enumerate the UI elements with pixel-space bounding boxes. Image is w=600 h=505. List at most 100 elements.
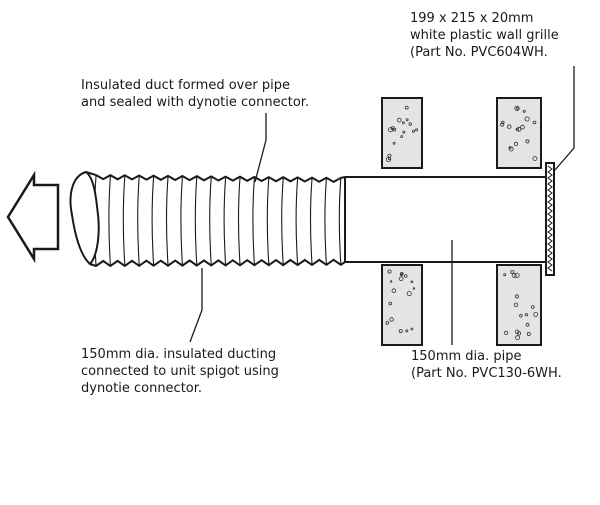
label-insulated-duct-line1: Insulated duct formed over pipe bbox=[81, 78, 290, 93]
leader-grille bbox=[554, 66, 575, 171]
concrete-speckle bbox=[515, 127, 519, 131]
concrete-speckle bbox=[412, 287, 416, 290]
concrete-speckle bbox=[510, 270, 515, 275]
grille-louvre-line bbox=[547, 165, 553, 272]
duct-rib bbox=[338, 178, 342, 264]
concrete-speckle bbox=[398, 276, 404, 282]
concrete-speckle bbox=[508, 146, 512, 150]
grille-louvres bbox=[547, 165, 553, 272]
concrete-speckle bbox=[401, 121, 405, 125]
label-ducting-line1: 150mm dia. insulated ducting bbox=[81, 347, 277, 362]
concrete-speckle bbox=[387, 157, 391, 161]
duct-bottom-edge bbox=[89, 258, 346, 268]
concrete-speckle bbox=[530, 305, 535, 309]
label-pipe: 150mm dia. pipe (Part No. PVC130-6WH. bbox=[411, 348, 562, 382]
concrete-speckle bbox=[411, 129, 415, 133]
wall-grille bbox=[545, 162, 555, 276]
label-insulated-duct: Insulated duct formed over pipe and seal… bbox=[81, 77, 309, 111]
label-grille: 199 x 215 x 20mm white plastic wall gril… bbox=[410, 10, 559, 61]
concrete-speckle bbox=[503, 330, 509, 335]
concrete-speckle bbox=[402, 130, 406, 134]
airflow-arrow bbox=[6, 170, 60, 264]
concrete-speckle bbox=[507, 124, 512, 129]
concrete-speckle bbox=[515, 335, 520, 341]
concrete-speckle bbox=[515, 107, 519, 110]
concrete-speckle bbox=[532, 156, 538, 162]
concrete-speckle bbox=[514, 329, 520, 334]
concrete-speckle bbox=[406, 291, 412, 297]
duct-rib bbox=[194, 177, 198, 265]
wall-section bbox=[381, 97, 542, 346]
concrete-speckle bbox=[513, 302, 519, 307]
duct-rib bbox=[237, 177, 241, 265]
concrete-speckle bbox=[532, 120, 537, 125]
duct-rib bbox=[151, 176, 155, 265]
concrete-speckle bbox=[410, 327, 414, 331]
concrete-speckle bbox=[408, 122, 412, 126]
concrete-speckle bbox=[404, 105, 409, 110]
leader-insulated-duct bbox=[254, 113, 267, 183]
concrete-speckle bbox=[516, 126, 522, 132]
concrete-speckle bbox=[501, 120, 505, 125]
concrete-speckle bbox=[388, 301, 393, 306]
concrete-speckle bbox=[514, 272, 520, 278]
duct-rib bbox=[281, 178, 284, 265]
concrete-speckle bbox=[387, 269, 392, 274]
concrete-speckle bbox=[385, 321, 390, 325]
concrete-speckle bbox=[508, 146, 514, 152]
concrete-speckle bbox=[503, 273, 507, 277]
concrete-speckle bbox=[514, 105, 520, 112]
duct-rib bbox=[266, 178, 270, 265]
concrete-speckle bbox=[403, 274, 408, 278]
duct-rib bbox=[295, 178, 299, 265]
duct-rib bbox=[137, 176, 140, 265]
concrete-speckle bbox=[405, 118, 409, 122]
label-ducting: 150mm dia. insulated ducting connected t… bbox=[81, 346, 279, 397]
concrete-speckle bbox=[399, 272, 404, 277]
leader-ducting bbox=[189, 268, 203, 343]
duct-rib bbox=[122, 176, 126, 265]
concrete-speckle bbox=[389, 280, 393, 283]
duct-rib bbox=[165, 176, 169, 265]
concrete-speckle bbox=[390, 126, 395, 131]
concrete-speckle bbox=[524, 116, 530, 122]
wall-block-bottom-right bbox=[496, 264, 542, 346]
concrete-speckle bbox=[513, 141, 519, 146]
duct-rib bbox=[223, 177, 227, 265]
concrete-speckle bbox=[522, 109, 526, 113]
label-ducting-line2: connected to unit spigot using bbox=[81, 364, 279, 379]
concrete-speckle bbox=[525, 139, 530, 144]
concrete-speckle bbox=[533, 312, 539, 317]
label-grille-line3: (Part No. PVC604WH. bbox=[410, 45, 548, 60]
concrete-speckle bbox=[520, 124, 525, 130]
wall-block-top-left bbox=[381, 97, 423, 169]
concrete-speckle bbox=[519, 314, 523, 318]
concrete-speckle bbox=[511, 272, 517, 278]
duct-rib bbox=[180, 176, 183, 265]
duct-end-ring bbox=[69, 170, 100, 266]
concrete-speckle bbox=[514, 294, 519, 299]
label-grille-line1: 199 x 215 x 20mm bbox=[410, 11, 534, 26]
concrete-speckle bbox=[524, 313, 529, 317]
concrete-speckle bbox=[415, 128, 419, 132]
concrete-speckle bbox=[525, 322, 530, 327]
concrete-speckle bbox=[389, 317, 394, 322]
concrete-speckle bbox=[405, 329, 409, 333]
duct-rib bbox=[209, 177, 212, 265]
leader-lines bbox=[189, 66, 575, 345]
concrete-speckle bbox=[396, 117, 402, 123]
concrete-speckle bbox=[400, 135, 404, 139]
label-pipe-line1: 150mm dia. pipe bbox=[411, 349, 522, 364]
concrete-speckle bbox=[398, 329, 403, 334]
concrete-speckle bbox=[526, 331, 531, 336]
label-insulated-duct-line2: and sealed with dynotie connector. bbox=[81, 95, 310, 110]
rigid-pipe bbox=[344, 176, 548, 263]
duct-top-edge bbox=[85, 171, 346, 184]
label-ducting-line3: dynotie connector. bbox=[81, 381, 203, 396]
insulated-duct bbox=[69, 170, 346, 268]
concrete-speckle bbox=[392, 141, 396, 145]
duct-corrugations bbox=[93, 175, 342, 266]
concrete-texture bbox=[385, 105, 539, 341]
